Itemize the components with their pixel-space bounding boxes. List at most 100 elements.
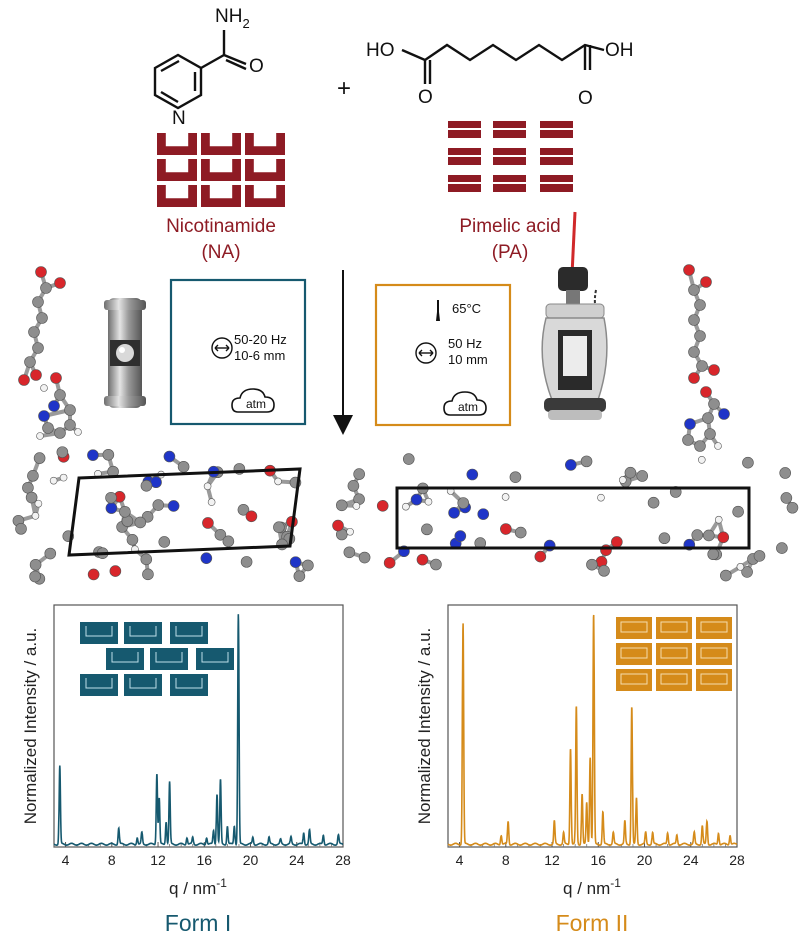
- atom: [64, 404, 76, 416]
- x-tick-label: 28: [335, 852, 351, 868]
- chart-frame: [53, 604, 344, 848]
- atom: [222, 535, 235, 548]
- atom: [358, 551, 371, 564]
- atom: [167, 500, 180, 512]
- atom: [30, 369, 42, 381]
- packing-glyph: [196, 648, 234, 670]
- pimelic-acid-structure: [401, 43, 605, 84]
- plus-sign: +: [337, 75, 351, 102]
- atom: [402, 502, 410, 511]
- atom: [741, 566, 753, 578]
- ball-mill-jar-icon: [104, 298, 146, 408]
- oscillation-icon: [211, 337, 233, 359]
- atom: [119, 505, 131, 518]
- atom: [688, 346, 700, 358]
- amplitude-right: 10 mm: [448, 352, 488, 367]
- pa-o2-label: O: [578, 88, 593, 109]
- atom: [158, 536, 171, 548]
- atom: [293, 570, 306, 582]
- x-tick-label: 8: [502, 852, 510, 868]
- atom: [786, 501, 799, 514]
- atom: [36, 312, 48, 324]
- atom: [700, 386, 712, 398]
- atom: [207, 498, 216, 506]
- atom: [534, 550, 547, 563]
- packing-glyph: [656, 669, 692, 691]
- atom: [25, 491, 38, 504]
- x-tick-label: 4: [456, 852, 464, 868]
- atom: [780, 492, 793, 504]
- atom: [697, 456, 706, 464]
- atom: [109, 565, 122, 577]
- atom: [684, 418, 696, 430]
- atom: [580, 455, 593, 468]
- atom: [346, 527, 354, 536]
- atom: [59, 473, 68, 482]
- atom: [34, 499, 43, 508]
- atom: [714, 515, 723, 524]
- atom: [87, 568, 100, 581]
- atom: [44, 547, 57, 560]
- atom: [142, 568, 154, 581]
- na-pa-molecule-left: [18, 266, 82, 440]
- atom: [289, 556, 302, 568]
- form-i-packing-icon: [80, 622, 234, 696]
- atom: [274, 477, 282, 486]
- pimelic-acid-name: Pimelic acid: [459, 216, 560, 237]
- atom: [36, 432, 44, 440]
- atom: [682, 434, 694, 446]
- packing-glyph: [245, 133, 285, 155]
- atom: [35, 266, 47, 278]
- x-tick-label: 20: [243, 852, 259, 868]
- na-nitrogen-label: N: [172, 108, 186, 129]
- atom: [514, 526, 527, 539]
- atom: [32, 342, 44, 354]
- form-i-pattern-line: [53, 614, 344, 847]
- atom: [647, 496, 660, 509]
- atom: [477, 508, 490, 520]
- form-ii-crystal-structure: [332, 453, 799, 582]
- packing-glyph: [656, 617, 692, 639]
- atom: [24, 356, 36, 368]
- x-tick-label: 4: [62, 852, 70, 868]
- cloud-icon: [443, 391, 487, 416]
- cloud-icon: [231, 388, 275, 413]
- atom: [717, 531, 730, 544]
- atom: [688, 372, 700, 384]
- atom: [779, 467, 791, 479]
- atom: [565, 459, 577, 471]
- atom: [276, 538, 288, 551]
- atom: [152, 499, 165, 511]
- atom: [54, 389, 66, 401]
- atom: [703, 529, 715, 542]
- atom: [352, 502, 361, 510]
- x-tick-label: 12: [150, 852, 166, 868]
- atom: [343, 546, 356, 559]
- chart2-ylabel: Normalized Intensity / a.u.: [415, 628, 434, 825]
- packing-glyph: [80, 674, 118, 696]
- atom: [501, 493, 510, 501]
- atom: [27, 470, 39, 482]
- x-tick-label: 24: [683, 852, 699, 868]
- atom: [402, 453, 415, 465]
- pa-oh-label: OH: [605, 40, 634, 61]
- atom: [56, 446, 69, 458]
- atom: [87, 449, 99, 461]
- unit-cell-form-ii: [395, 486, 751, 550]
- pa-o1-label: O: [418, 87, 433, 108]
- atom: [237, 503, 250, 516]
- packing-glyph: [616, 669, 652, 691]
- heated-mill-icon: [541, 211, 608, 420]
- atom: [33, 452, 46, 464]
- unit-cell-form-i: [67, 467, 302, 557]
- atom: [29, 558, 42, 571]
- atom: [347, 480, 360, 492]
- na-oxygen-label: O: [249, 56, 264, 77]
- atom: [683, 264, 695, 276]
- conditions-box-left: 50-20 Hz 10-6 mm atm: [169, 278, 307, 426]
- packing-glyph: [245, 159, 285, 181]
- atom: [200, 552, 213, 564]
- atom: [430, 558, 442, 571]
- atom: [618, 476, 627, 484]
